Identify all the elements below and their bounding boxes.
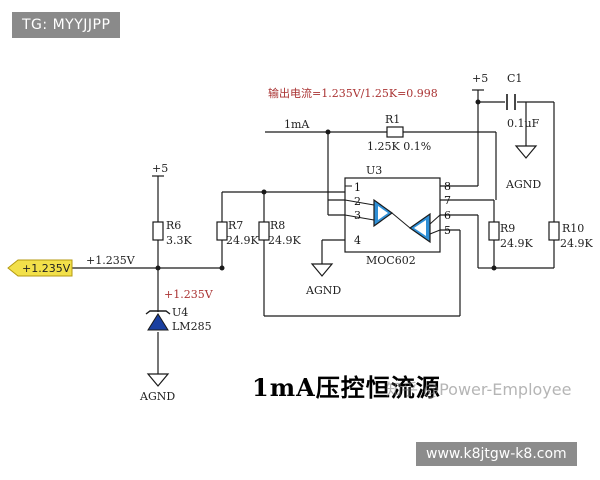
r1-body [386,126,404,138]
r10-value: 24.9K [560,237,593,250]
r10-ref: R10 [562,222,584,235]
net-output-1ma: 1mA [284,118,310,131]
u3-ref: U3 [366,164,382,177]
r7-ref: R7 [228,219,243,232]
resistors [152,126,560,241]
net-supply-r6: +5 [152,162,168,175]
u3-pin-4: 4 [354,234,361,247]
r9-ref: R9 [500,222,515,235]
r8-body [258,221,270,241]
r6-value: 3.3K [166,234,192,247]
r8-ref: R8 [270,219,285,232]
ground-label-u4: AGND [139,390,175,403]
current-formula: 输出电流=1.235V/1.25K=0.998 [268,86,438,100]
r6-body [152,221,164,241]
watermark-tag-top: TG: MYYJJPP [12,12,121,38]
r9-value: 24.9K [500,237,533,250]
c1-value: 0.1uF [507,117,540,130]
diagram-title: 1mA压控恒流源 [252,373,441,402]
u3-pin-8: 8 [444,180,451,193]
r6-ref: R6 [166,219,181,232]
ground-label-u3: AGND [305,284,341,297]
r1-ref: R1 [385,113,400,126]
watermark-overlay: 知乎 @Power-Employee [386,380,572,399]
wires [68,90,555,374]
net-supply-c1: +5 [472,72,488,85]
u3-chip [344,177,441,253]
input-port-label: +1.235V [22,262,71,275]
ground-label-c1: AGND [505,178,541,191]
r10-body [548,221,560,241]
watermark-site-bottom: www.k8jtgw-k8.com [416,442,577,466]
u3-part: MOC602 [366,254,416,267]
u3-pin-2: 2 [354,195,361,208]
r7-value: 24.9K [226,234,259,247]
u3-pin-6: 6 [444,209,451,222]
u3-pin-7: 7 [444,194,451,207]
r8-value: 24.9K [268,234,301,247]
u3-pin-3: 3 [354,209,361,222]
u4-part: LM285 [172,320,212,333]
net-node-left: +1.235V [86,254,136,267]
u3-pin-1: 1 [354,181,361,194]
c1-ref: C1 [507,72,522,85]
r7-body [216,221,228,241]
supply-symbols [152,89,484,177]
junctions [155,99,497,271]
r9-body [488,221,500,241]
r1-value: 1.25K 0.1% [367,140,431,153]
u4-diode [145,310,171,331]
u3-pin-5: 5 [444,224,451,237]
u4-ref: U4 [172,306,188,319]
c1-symbol [506,94,516,110]
input-port: +1.235V [7,259,73,277]
ground-symbols [146,145,538,387]
net-reference: +1.235V [164,288,214,301]
